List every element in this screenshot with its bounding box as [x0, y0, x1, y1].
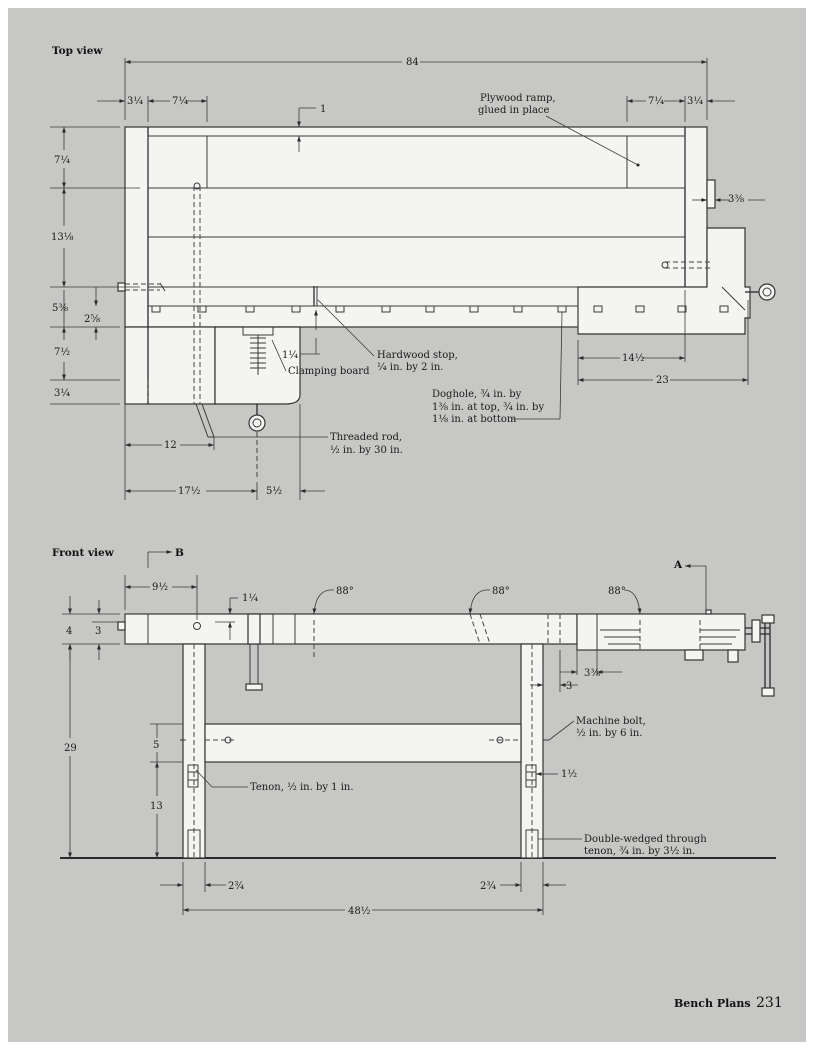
dim-leg-13: 13	[150, 801, 163, 812]
dim-tenon-1: 1½	[561, 769, 577, 780]
dim-bottom-12: 12	[164, 440, 177, 451]
label-ramp-1: Plywood ramp,	[480, 93, 556, 104]
dim-top-1: 1¼	[242, 593, 258, 604]
dim-row1: 7¼	[54, 155, 70, 166]
label-rod-1: Threaded rod,	[330, 432, 402, 443]
footer-title: Bench Plans	[674, 997, 751, 1010]
page-number: 231	[756, 995, 783, 1011]
dim-84: 84	[406, 57, 419, 68]
dim-right-stub: 3⅜	[728, 194, 744, 205]
front-view-dimensions: 9½ 1¼ 88° 88° 88° 4 3 29 5 13	[62, 575, 642, 917]
front-view-callouts: Machine bolt, ½ in. by 6 in. Tenon, ½ in…	[195, 716, 707, 857]
top-view-dimensions: 84 3¼ 7¼ 7¼ 3¼ 1 3⅜ 7¼ 13⅛	[50, 57, 765, 500]
marker-b-label: B	[175, 547, 184, 559]
dim-stop-gap: 1¼	[282, 350, 298, 361]
dim-row5: 3¼	[54, 388, 70, 399]
dim-row3b: 2⅝	[84, 314, 100, 325]
top-view-callouts: Plywood ramp, glued in place Hardwood st…	[210, 93, 640, 456]
dim-end-right: 3¼	[687, 96, 703, 107]
dim-height-29: 29	[64, 743, 77, 754]
dim-end-left: 3¼	[127, 96, 143, 107]
top-view-bench	[117, 126, 776, 480]
dim-right-3: 3⅜	[584, 668, 600, 679]
front-view-bench	[60, 609, 776, 859]
section-marker-a: A	[673, 559, 707, 610]
dim-inner-right: 7¼	[648, 96, 664, 107]
label-stop-2: ¼ in. by 2 in.	[377, 362, 443, 373]
label-ramp-2: glued in place	[478, 105, 550, 116]
dim-ramp-1: 1	[320, 104, 326, 115]
dim-row4: 7½	[54, 347, 70, 358]
label-stop-1: Hardwood stop,	[377, 350, 458, 361]
label-dw-1: Double-wedged through	[584, 834, 707, 845]
marker-a-label: A	[673, 559, 683, 571]
section-marker-b: B	[147, 547, 184, 568]
dim-bottom-5: 5½	[266, 486, 282, 497]
label-bolt-1: Machine bolt,	[576, 716, 646, 727]
dim-leg-right: 2¾	[480, 881, 496, 892]
label-clamp: Clamping board	[288, 366, 370, 377]
dim-angle-1: 88°	[336, 586, 354, 597]
dim-angle-2: 88°	[492, 586, 510, 597]
front-view-heading: Front view	[52, 547, 115, 559]
label-tenon: Tenon, ½ in. by 1 in.	[250, 782, 354, 793]
dim-span: 48½	[348, 906, 371, 917]
label-bolt-2: ½ in. by 6 in.	[576, 728, 642, 739]
dim-angle-3: 88°	[608, 586, 626, 597]
label-dw-2: tenon, ¾ in. by 3½ in.	[584, 846, 695, 857]
dim-stretch-5: 5	[153, 740, 159, 751]
dim-leg-left: 2¾	[228, 881, 244, 892]
dim-thick-4: 4	[66, 626, 72, 637]
dim-right-3b: 3	[566, 681, 572, 692]
label-dog-1: Doghole, ¾ in. by	[432, 389, 522, 400]
dim-bottom-17: 17½	[178, 486, 201, 497]
dim-thick-3: 3	[95, 626, 101, 637]
dim-left-9: 9½	[152, 582, 168, 593]
dim-inner-left: 7¼	[172, 96, 188, 107]
label-dog-3: 1⅛ in. at bottom	[432, 414, 517, 425]
dim-vise-b: 23	[656, 375, 669, 386]
dim-row2: 13⅛	[51, 232, 74, 243]
label-dog-2: 1⅜ in. at top, ¾ in. by	[432, 402, 544, 413]
dim-vise-a: 14½	[622, 353, 645, 364]
dim-row3: 5⅜	[52, 303, 68, 314]
top-view-heading: Top view	[52, 45, 103, 57]
label-rod-2: ½ in. by 30 in.	[330, 445, 403, 456]
